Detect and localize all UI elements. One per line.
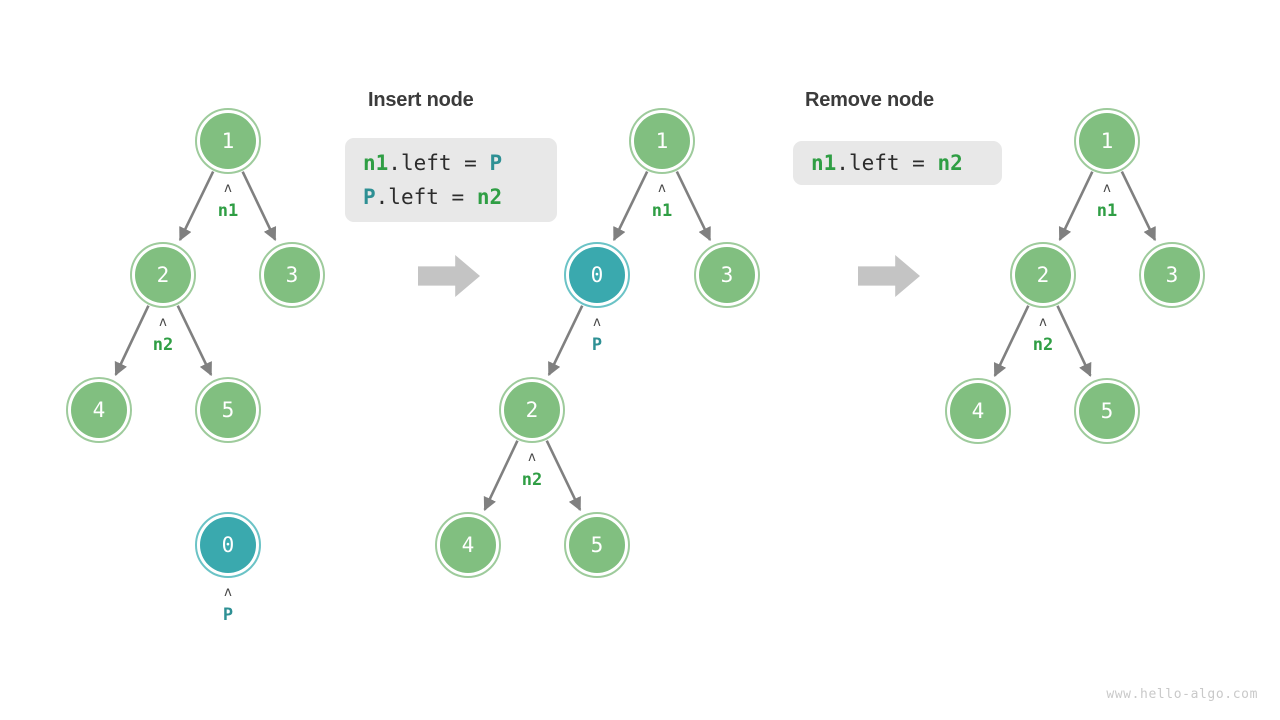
node-ring [259, 242, 325, 308]
node-value: 5 [590, 533, 604, 557]
code-token-n1: n1 [811, 151, 837, 175]
node-value: 5 [1100, 399, 1114, 423]
node-value: 1 [221, 129, 235, 153]
node-ring [629, 108, 695, 174]
tree-node-2: 2 [130, 242, 196, 308]
tree-node-1: 1 [195, 108, 261, 174]
node-value: 1 [655, 129, 669, 153]
node-ring [435, 512, 501, 578]
tree-node-4: 4 [945, 378, 1011, 444]
node-value: 4 [971, 399, 985, 423]
caret-up-icon: ʌ [1039, 315, 1047, 330]
node-ring [1139, 242, 1205, 308]
code-token-left: .left = [836, 151, 938, 175]
tree-node-5: 5 [564, 512, 630, 578]
tree-node-1: 1 [629, 108, 695, 174]
pointer-name: n2 [521, 470, 543, 490]
caret-up-icon: ʌ [593, 315, 601, 330]
tree-node-4: 4 [435, 512, 501, 578]
pointer-label-n1: ʌ n1 [1077, 181, 1137, 222]
node-value: 4 [92, 398, 106, 422]
pointer-label-n1: ʌ n1 [198, 181, 258, 222]
tree-node-5: 5 [1074, 378, 1140, 444]
watermark: www.hello-algo.com [1106, 687, 1258, 702]
code-token-P: P [489, 151, 503, 175]
node-ring [499, 377, 565, 443]
insert-code-line-2: P.left = n2 [363, 180, 539, 214]
node-value: 3 [720, 263, 734, 287]
node-ring [195, 377, 261, 443]
caret-up-icon: ʌ [528, 450, 536, 465]
pointer-name: n1 [651, 201, 673, 221]
code-token-P: P [363, 185, 376, 209]
node-ring [1074, 378, 1140, 444]
caret-up-icon: ʌ [658, 181, 666, 196]
node-value: 0 [590, 263, 604, 287]
node-value: 2 [1036, 263, 1050, 287]
step-arrow-2 [858, 255, 920, 297]
caret-up-icon: ʌ [159, 315, 167, 330]
code-token-left: .left = [388, 151, 490, 175]
pointer-label-n2: ʌ n2 [1013, 315, 1073, 356]
pointer-name: n1 [1096, 201, 1118, 221]
pointer-name: P [222, 605, 234, 625]
tree-node-3: 3 [259, 242, 325, 308]
node-value: 3 [1165, 263, 1179, 287]
remove-code-box: n1.left = n2 [793, 141, 1002, 185]
tree-node-3: 3 [1139, 242, 1205, 308]
tree-node-0: 0 [564, 242, 630, 308]
pointer-name: n2 [1032, 335, 1054, 355]
step-arrow-1 [418, 255, 480, 297]
node-ring [945, 378, 1011, 444]
tree-node-4: 4 [66, 377, 132, 443]
tree-node-2: 2 [1010, 242, 1076, 308]
node-value: 3 [285, 263, 299, 287]
node-ring [564, 512, 630, 578]
node-ring [195, 512, 261, 578]
node-value: 4 [461, 533, 475, 557]
node-value: 5 [221, 398, 235, 422]
node-ring [130, 242, 196, 308]
code-token-n2: n2 [476, 185, 503, 209]
pointer-name: n1 [217, 201, 239, 221]
caret-up-icon: ʌ [224, 585, 232, 600]
tree-node-1: 1 [1074, 108, 1140, 174]
node-ring [195, 108, 261, 174]
node-value: 2 [156, 263, 170, 287]
pointer-label-n2: ʌ n2 [502, 450, 562, 491]
node-value: 1 [1100, 129, 1114, 153]
node-value: 2 [525, 398, 539, 422]
tree-node-0: 0 [195, 512, 261, 578]
remove-code-line-1: n1.left = n2 [811, 146, 984, 180]
insert-code-line-1: n1.left = P [363, 146, 539, 180]
pointer-label-n2: ʌ n2 [133, 315, 193, 356]
tree-node-2: 2 [499, 377, 565, 443]
tree-node-3: 3 [694, 242, 760, 308]
pointer-label-n1: ʌ n1 [632, 181, 692, 222]
tree-node-5: 5 [195, 377, 261, 443]
node-ring [564, 242, 630, 308]
node-value: 0 [221, 533, 235, 557]
caret-up-icon: ʌ [1103, 181, 1111, 196]
code-token-n2: n2 [937, 151, 963, 175]
pointer-name: P [591, 335, 603, 355]
code-token-n1: n1 [363, 151, 389, 175]
remove-section-title: Remove node [805, 89, 934, 111]
insert-section-title: Insert node [368, 89, 474, 111]
caret-up-icon: ʌ [224, 181, 232, 196]
node-ring [694, 242, 760, 308]
node-ring [66, 377, 132, 443]
node-ring [1010, 242, 1076, 308]
node-ring [1074, 108, 1140, 174]
pointer-name: n2 [152, 335, 174, 355]
code-token-left: .left = [375, 185, 477, 209]
